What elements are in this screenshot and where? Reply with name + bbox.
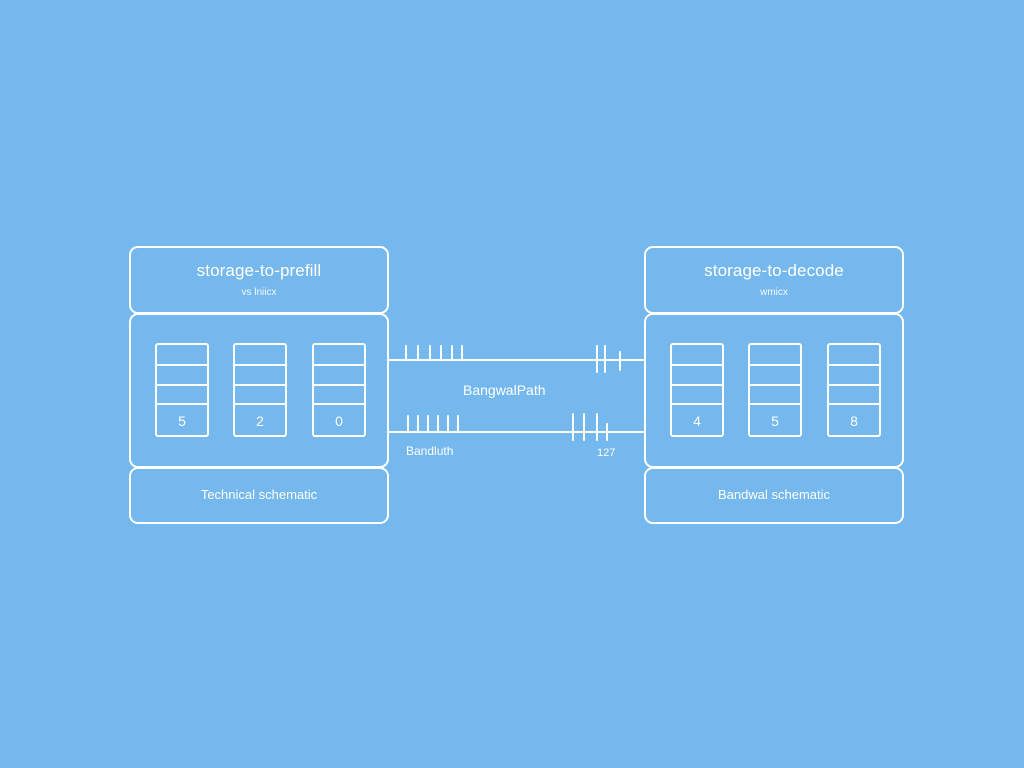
prefill-footer-text: Technical schematic — [200, 487, 318, 502]
decode-title: storage-to-decode — [704, 261, 844, 280]
decode-slot: 8 — [827, 343, 881, 437]
decode-slot-value: 4 — [693, 413, 701, 429]
decode-slot-value: 5 — [771, 413, 779, 429]
upper-right-ticks — [596, 345, 621, 373]
upper-left-ticks — [405, 345, 463, 361]
decode-subtitle: wmicx — [760, 287, 788, 298]
bandwidth-label: Bandluth — [406, 444, 454, 458]
prefill-slot-value: 2 — [256, 413, 264, 429]
prefill-slot-value: 0 — [335, 413, 343, 429]
lower-right-ticks — [572, 413, 608, 441]
bandwidth-value: 127 — [597, 447, 616, 459]
decode-slot: 4 — [670, 343, 724, 437]
prefill-slot: 2 — [233, 343, 287, 437]
decode-slot: 5 — [748, 343, 802, 437]
prefill-subtitle: vs lniicx — [241, 287, 277, 298]
decode-slot-value: 8 — [850, 413, 858, 429]
decode-footer-box: Bandwal schematic — [644, 467, 904, 524]
prefill-slot: 5 — [155, 343, 209, 437]
prefill-slot-value: 5 — [178, 413, 186, 429]
prefill-title: storage-to-prefill — [196, 261, 322, 280]
prefill-slot: 0 — [312, 343, 366, 437]
decode-footer-text: Bandwal schematic — [718, 487, 830, 502]
path-label: BangwalPath — [463, 382, 546, 398]
lower-left-ticks — [407, 415, 459, 433]
prefill-footer-box: Technical schematic — [129, 467, 389, 524]
decode-slots-box: 4 5 8 — [644, 313, 904, 468]
